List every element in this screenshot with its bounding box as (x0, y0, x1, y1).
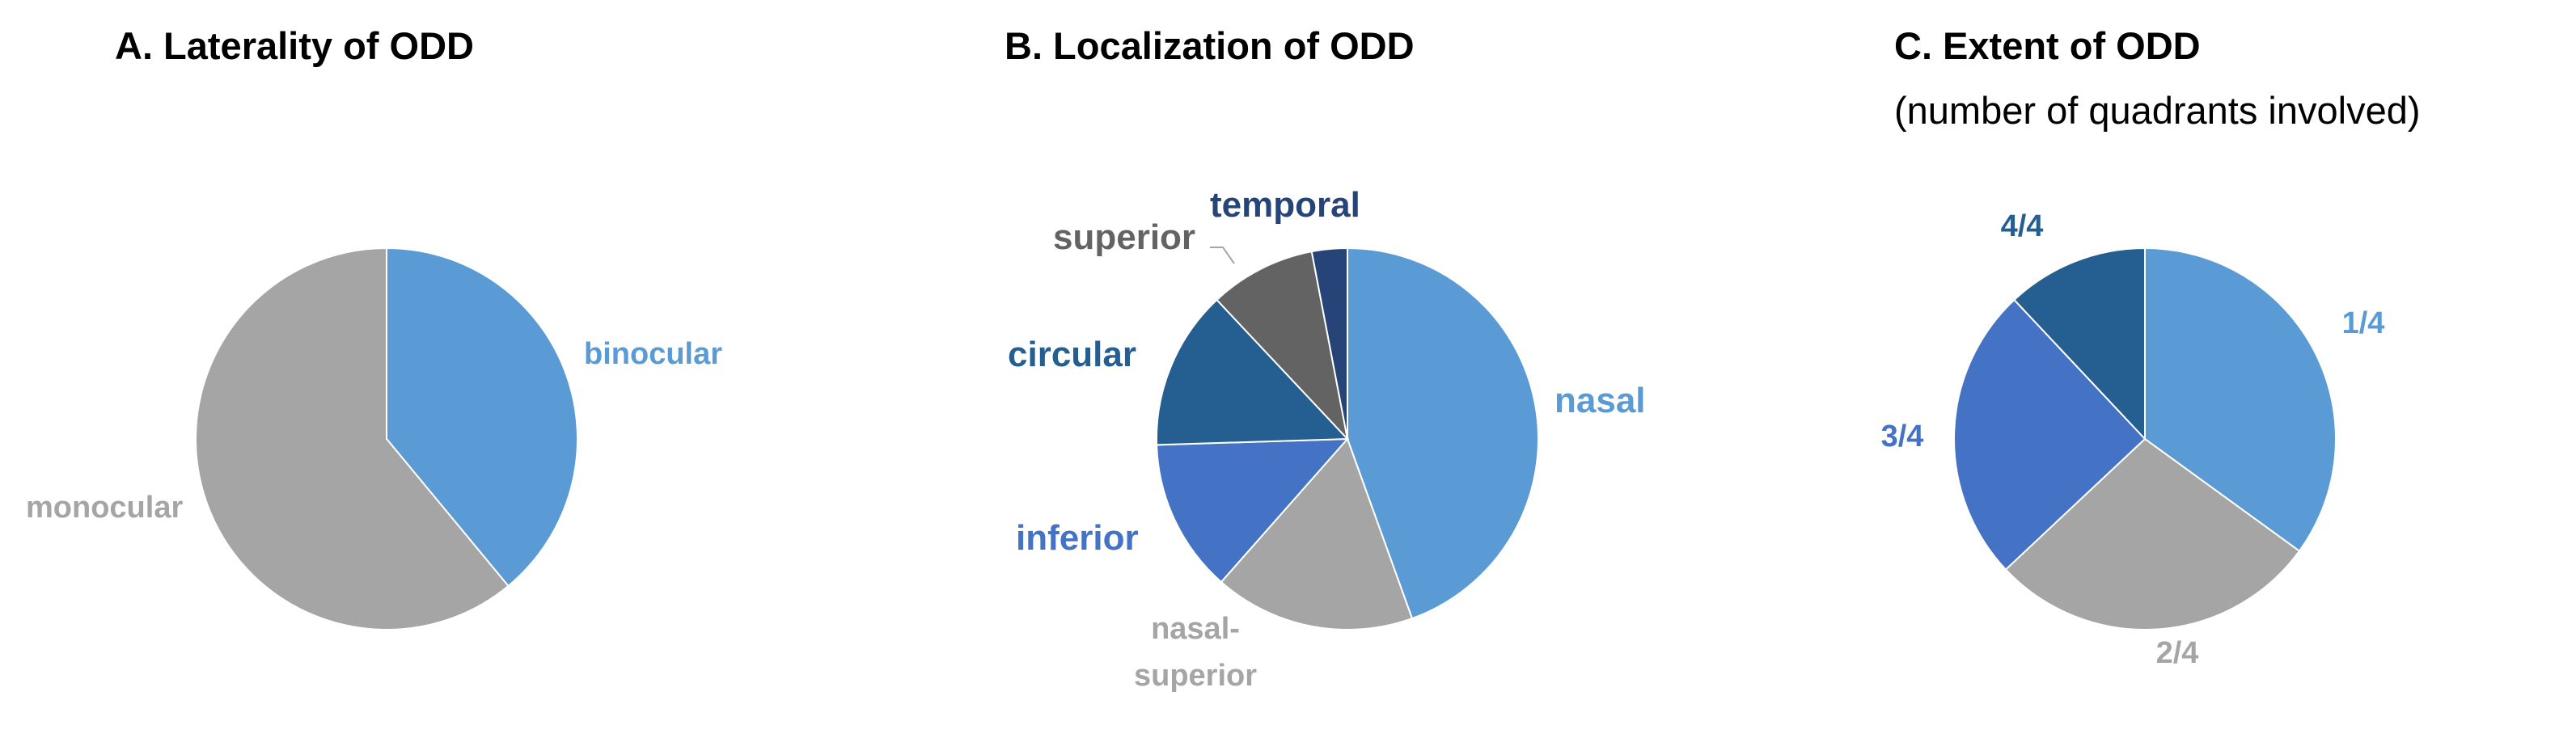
slice-label-binocular: binocular (584, 337, 722, 371)
pie-slice-nasal (1347, 247, 1539, 620)
slice-label-nasal-superior: nasal-superior (1134, 612, 1257, 693)
slice-label-nasal: nasal (1554, 381, 1646, 420)
pie-slice-temporal (1310, 247, 1348, 440)
pie-slice-monocular (195, 247, 510, 630)
pie-slice-1-4 (2144, 247, 2337, 553)
chart-b-title: B. Localization of ODD (1005, 24, 1415, 67)
pie-slice-4-4 (2013, 247, 2146, 441)
pie-slice-nasal-superior (1220, 437, 1414, 630)
pie-chart-a: binocular monocular (26, 247, 722, 630)
pie-slice-binocular (386, 247, 578, 588)
pie-chart-b: nasal nasal-superior inferior circular super… (1008, 185, 1646, 693)
pie-slice-2-4 (2004, 437, 2301, 630)
pie-slice-3-4 (1953, 298, 2147, 571)
slice-label-temporal: temporal (1210, 185, 1360, 225)
slice-label-4-4: 4/4 (2001, 209, 2044, 243)
slice-label-1-4: 1/4 (2342, 306, 2385, 340)
slice-label-3-4: 3/4 (1881, 420, 1924, 453)
slice-label-circular: circular (1008, 335, 1136, 374)
slice-label-superior: superior (1053, 217, 1195, 257)
pie-slice-circular (1156, 298, 1350, 446)
chart-c-title: C. Extent of ODD (1894, 24, 2201, 67)
pie-slice-inferior (1156, 437, 1350, 584)
slice-label-2-4: 2/4 (2156, 636, 2199, 670)
superior-leader-line (1210, 247, 1235, 264)
chart-c-subtitle: (number of quadrants involved) (1894, 89, 2421, 132)
pie-chart-c: 1/4 2/4 3/4 4/4 (1881, 209, 2385, 670)
pie-slice-superior (1216, 251, 1349, 442)
slice-label-inferior: inferior (1016, 518, 1139, 558)
slice-label-monocular: monocular (26, 491, 183, 525)
chart-a-title: A. Laterality of ODD (115, 24, 474, 67)
